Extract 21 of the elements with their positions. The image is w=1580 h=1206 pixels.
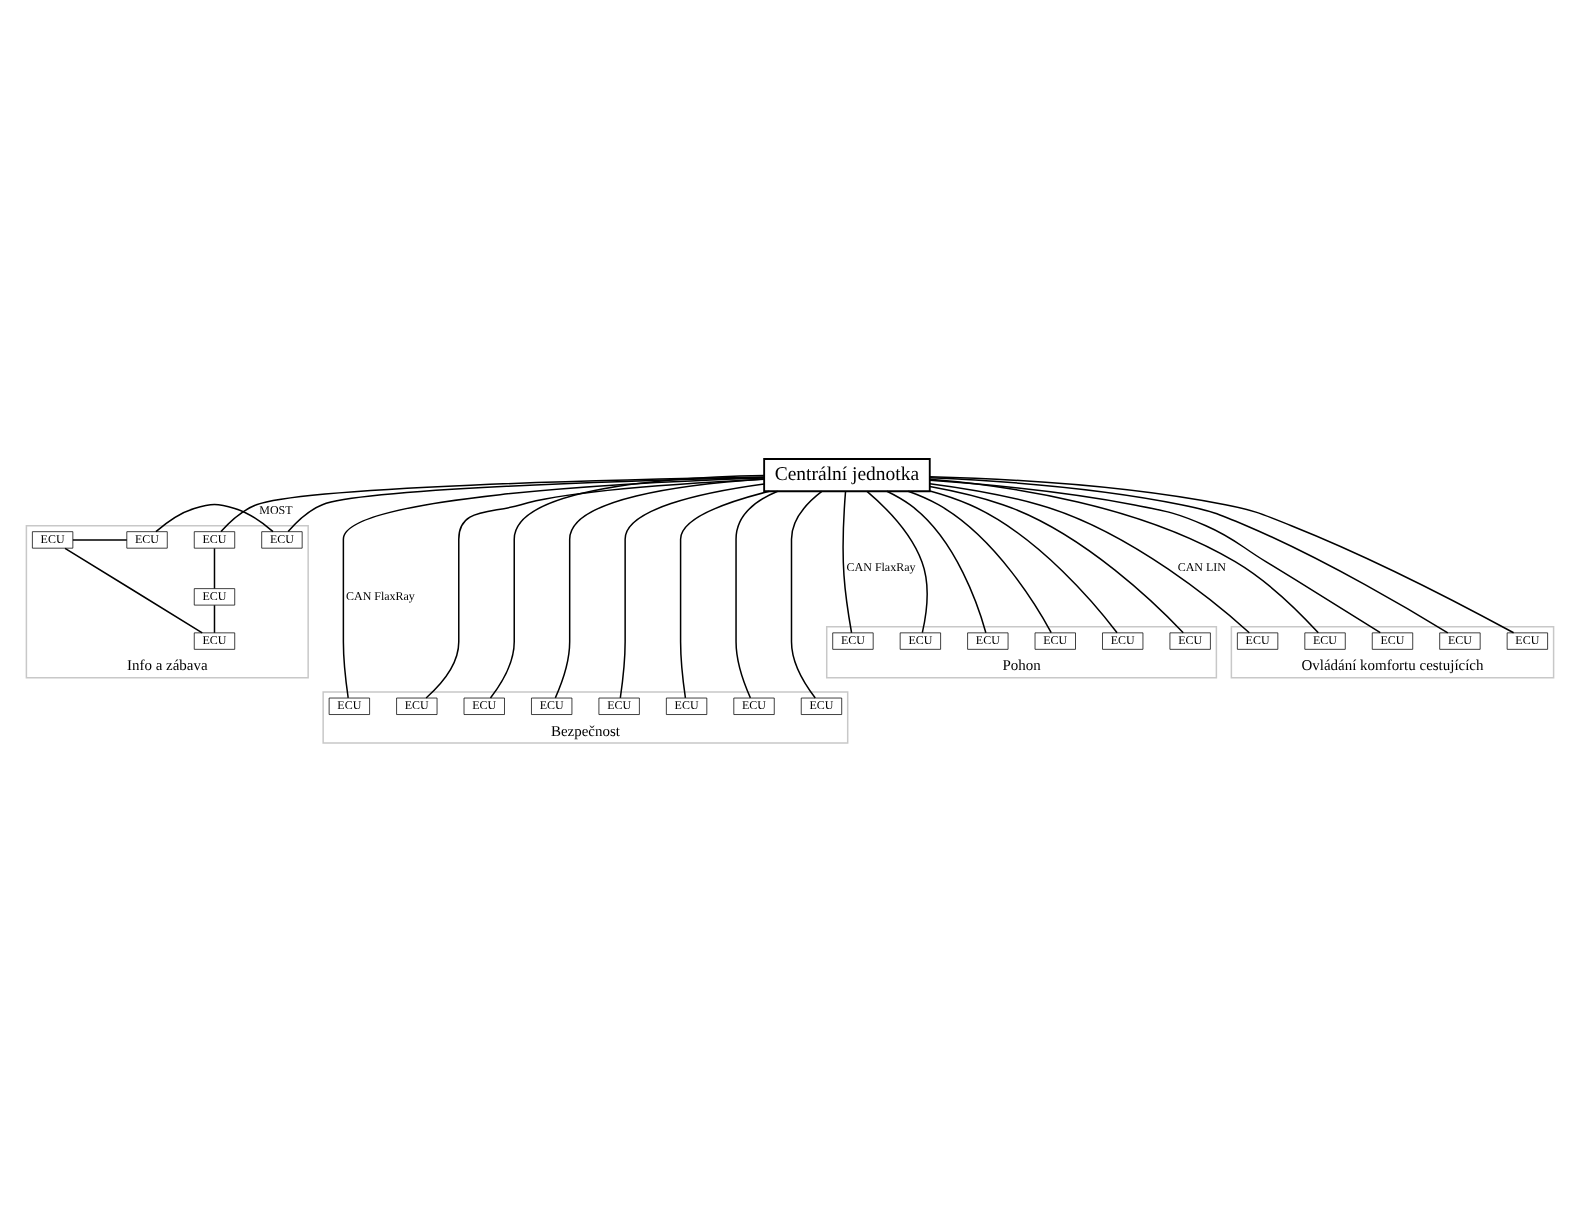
- connector: [342, 476, 765, 698]
- connector: [619, 482, 765, 698]
- connector: [907, 489, 1052, 633]
- connector: [489, 473, 765, 698]
- connector: [842, 489, 853, 633]
- node-box: Centrální jednotka: [763, 457, 931, 492]
- connector: [213, 546, 216, 589]
- connector: [64, 546, 203, 633]
- connector: [790, 489, 823, 698]
- connector: [886, 489, 987, 633]
- connector: [929, 489, 1118, 633]
- connector: [213, 603, 216, 633]
- connector: [679, 489, 771, 698]
- connector: [425, 477, 765, 698]
- connector: [929, 484, 1184, 633]
- connector: [866, 489, 928, 633]
- connector: [554, 477, 765, 698]
- connector: [929, 481, 1251, 633]
- connector: [155, 502, 274, 532]
- connector: [72, 538, 128, 540]
- connector: [735, 489, 779, 698]
